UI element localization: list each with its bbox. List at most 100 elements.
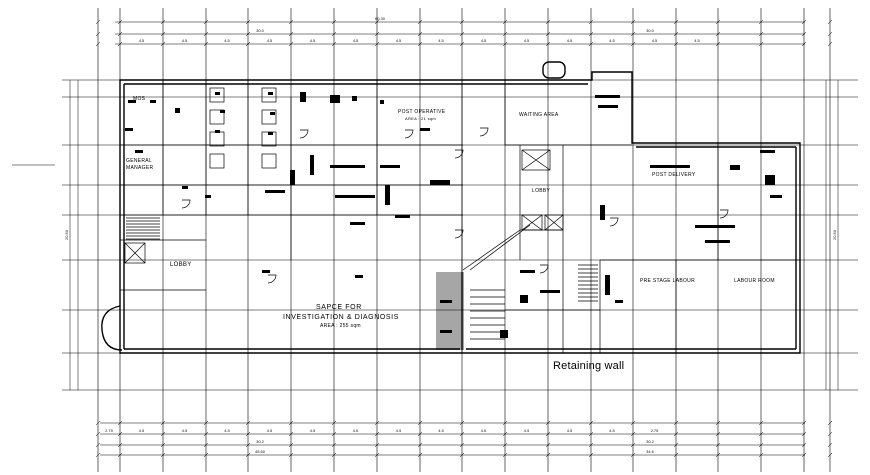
dimension-tick [673,420,679,426]
column-grid-lines [12,8,858,472]
furniture-block [380,100,384,104]
dimension-tick [758,452,764,458]
lift-shaft [521,149,551,171]
dimension-top-bay: 4.5 [182,38,188,43]
toilet-cubicle [209,131,225,147]
dimension-bottom-bay: 4.5 [310,428,316,433]
dimension-tick [630,31,636,37]
dimension-tick [95,41,101,47]
dimension-tick [417,19,423,25]
dimension-tick [417,442,423,448]
dimension-tick [374,19,380,25]
furniture-block [440,330,452,333]
dimension-tick [245,31,251,37]
dimension-tick [801,431,807,437]
furniture-block [380,165,400,168]
dimension-top-bay: 4.5 [609,38,615,43]
dimension-top-bay: 4.5 [139,38,145,43]
dimension-tick [117,431,123,437]
dimension-tick [545,452,551,458]
furniture-block [615,300,623,303]
dimension-bottom-bay: 4.5 [524,428,530,433]
dimension-tick [502,431,508,437]
dimension-tick [827,431,833,437]
dimension-tick [827,420,833,426]
furniture-block [520,295,528,303]
furniture-block [350,222,365,225]
furniture-block [182,186,188,189]
dimension-tick [417,420,423,426]
dimension-tick [545,31,551,37]
dimension-tick [630,442,636,448]
dimension-tick [715,452,721,458]
dimension-tick [117,442,123,448]
furniture-block [440,300,452,303]
dimension-tick [459,31,465,37]
furniture-block [600,205,605,220]
furniture-block [215,130,220,133]
dimension-tick [160,31,166,37]
dimension-top-bay: 4.5 [396,38,402,43]
dimension-tick [160,442,166,448]
dimension-tick [331,31,337,37]
dimension-top-bay: 4.5 [567,38,573,43]
toilet-cubicle [261,109,277,125]
dimension-tick [95,442,101,448]
dimension-tick [459,442,465,448]
room-label-post-operative: POST OPERATIVE [398,109,446,115]
dimension-tick [545,19,551,25]
dimension-tick [502,452,508,458]
furniture-block [175,108,180,113]
dimension-tick [673,452,679,458]
furniture-block [270,112,275,115]
room-label-waiting-area: WAITING AREA [519,112,559,118]
room-label-space-line2: INVESTIGATION & DIAGNOSIS [283,314,399,321]
dimension-tick [288,31,294,37]
dimension-tick [630,19,636,25]
dimension-tick [160,420,166,426]
dimension-tick [588,420,594,426]
dimension-tick [827,41,833,47]
dimension-top-bay: 4.5 [694,38,700,43]
dimension-tick [502,41,508,47]
furniture-block [605,275,610,295]
dimension-tick [673,31,679,37]
door-swing [479,127,489,137]
dimension-top-bay: 4.5 [652,38,658,43]
dimension-tick [588,452,594,458]
dimension-bottom-bay: 4.5 [182,428,188,433]
room-label-general-manager: GENERAL MANAGER [126,158,154,171]
dimension-tick [245,452,251,458]
dimension-top-overall: 60.30 [375,16,386,21]
furniture-block [765,175,775,185]
furniture-block [125,128,133,131]
furniture-block [330,165,365,168]
dimension-tick [117,19,123,25]
room-label-mos: MOS [133,96,146,102]
dimension-tick [288,41,294,47]
dimension-tick [827,442,833,448]
dimension-bottom-bay: 4.5 [353,428,359,433]
dimension-tick [331,431,337,437]
dimension-tick [588,31,594,37]
furniture-block [128,100,136,103]
dimension-tick [95,19,101,25]
dimension-tick [459,420,465,426]
furniture-block [268,132,273,135]
dimension-tick [459,41,465,47]
lift-shaft [124,242,146,264]
interior-partition [469,224,531,271]
dimension-tick [827,452,833,458]
dimension-tick [673,442,679,448]
door-swing [719,209,729,219]
dimension-left-overall: 20.50 [64,229,69,240]
furniture-block [265,190,285,193]
dimension-tick [117,452,123,458]
furniture-block [135,150,143,153]
dimension-bottom-mid-right: 30.2 [646,439,655,444]
dimension-tick [417,31,423,37]
dimension-tick [203,31,209,37]
dimension-tick [630,420,636,426]
dimension-tick [545,41,551,47]
